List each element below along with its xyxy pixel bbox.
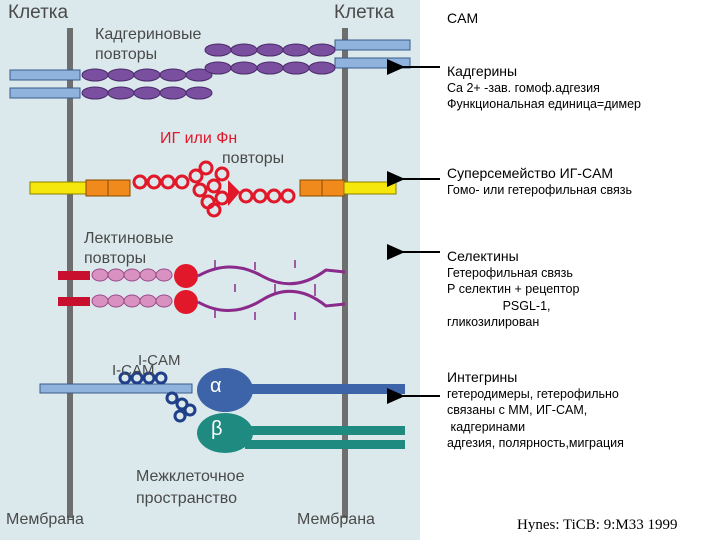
legend-cadherins-line-1: Ca 2+ -зав. гомоф.адгезия (447, 81, 600, 96)
legend-cadherins: Кадгерины Ca 2+ -зав. гомоф.адгезия Функ… (447, 62, 641, 113)
cam-diagram-graphic (9, 28, 411, 518)
icam-label-upper: I-CAM (138, 352, 181, 369)
cell-left-label: Клетка (8, 2, 69, 23)
membrane-right-label: Мембрана (297, 511, 375, 528)
ig-cam-structure (29, 160, 397, 218)
integrin-structure (39, 368, 405, 453)
cadherin-repeats-label-2: повторы (95, 46, 158, 63)
cadherin-structure (9, 39, 411, 100)
cam-diagram: Клетка Клетка Кадгериновые повторы ИГ ил… (0, 0, 420, 540)
lectin-repeats-label-2: повторы (84, 250, 147, 267)
legend-integrins-line-4: адгезия, полярность,миграция (447, 435, 624, 450)
legend-ig-cam-heading: Суперсемейство ИГ-CAM (447, 165, 614, 181)
beta-label: β (211, 418, 223, 440)
cadherin-repeats-label-1: Кадгериновые (95, 26, 202, 43)
intercellular-space-label-2: пространство (136, 490, 237, 507)
membrane-left-label: Мембрана (6, 511, 84, 528)
legend-ig-cam-line-1: Гомо- или гетерофильная связь (447, 183, 632, 198)
legend-integrins-line-1: гетеродимеры, гетерофильно (447, 387, 619, 402)
legend-integrins-line-3: кадгеринами (447, 419, 526, 434)
legend-integrins: Интегрины гетеродимеры, гетерофильно свя… (447, 368, 624, 451)
legend-cadherins-heading: Кадгерины (447, 63, 518, 79)
legend-cadherins-line-2: Функциональная единица=димер (447, 97, 642, 112)
legend-selectins-line-2: Р селектин + рецептор (447, 282, 580, 297)
icam-label-lower: I-CAM (112, 362, 155, 379)
cell-right-label: Клетка (334, 2, 395, 23)
legend-selectins-line-1: Гетерофильная связь (447, 266, 573, 281)
selectin-structure (58, 260, 346, 320)
legend-selectins-heading: Селектины (447, 248, 519, 264)
legend-selectins-line-4: гликозилирован (447, 314, 540, 329)
ig-fn-repeats-label-1: ИГ или Фн (160, 130, 238, 147)
legend-title: CAM (447, 10, 479, 26)
legend-selectins: Селектины Гетерофильная связь Р селектин… (447, 247, 579, 330)
alpha-label: α (210, 375, 222, 397)
legend-integrins-heading: Интегрины (447, 369, 518, 385)
intercellular-space-label-1: Межклеточное (136, 468, 245, 485)
lectin-repeats-label-1: Лектиновые (84, 230, 174, 247)
citation: Hynes: TiCB: 9:M33 1999 (517, 517, 678, 533)
ig-fn-repeats-label-2: повторы (222, 150, 285, 167)
legend-selectins-line-3: PSGL-1, (447, 298, 551, 313)
legend-ig-cam: Суперсемейство ИГ-CAM Гомо- или гетерофи… (447, 164, 632, 198)
legend-integrins-line-2: связаны с ММ, ИГ-CAM, (447, 403, 588, 418)
